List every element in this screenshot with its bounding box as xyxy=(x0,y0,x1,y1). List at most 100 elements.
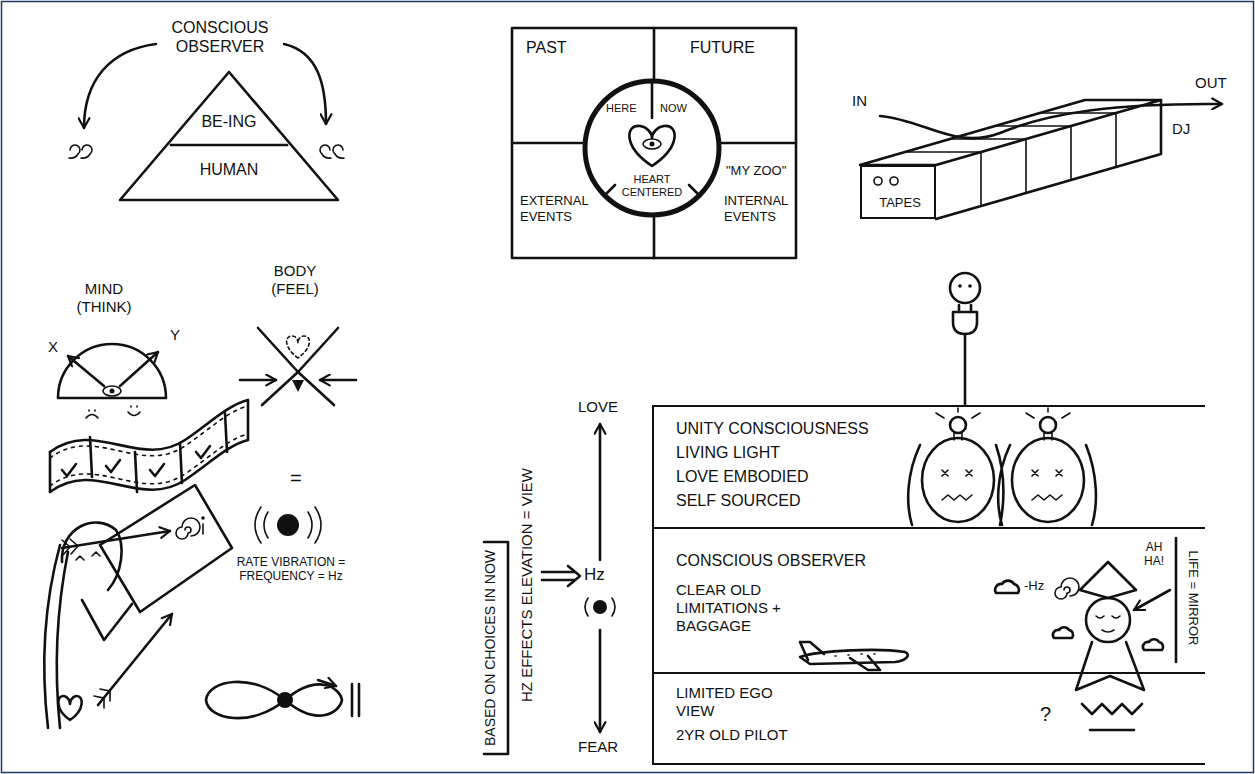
node-text: "MY ZOO" xyxy=(726,163,786,179)
level-band: UNITY CONSCIOUSNESS LIVING LIGHT LOVE EMBO… xyxy=(652,405,1205,527)
exclamation: AH HA! xyxy=(1136,540,1172,569)
vibration-ball xyxy=(593,600,607,614)
tape-box-face: TAPES xyxy=(860,165,936,219)
face-outline xyxy=(1012,438,1084,522)
target-spiral xyxy=(176,518,200,539)
triangle-outline xyxy=(120,72,338,200)
node-text: CLEAR OLD LIMITATIONS + BAGGAGE xyxy=(676,581,782,635)
scale-arrow xyxy=(599,424,602,560)
node-text: LIMITED EGO VIEW xyxy=(676,684,776,720)
node-text: PAST xyxy=(526,38,567,57)
eye-symbol xyxy=(81,145,92,158)
light-bulb xyxy=(950,417,966,433)
mind-label: MIND (THINK) xyxy=(64,280,144,316)
heart-symbol xyxy=(629,126,674,166)
release-spiral xyxy=(1055,578,1079,599)
axis-arrow xyxy=(120,352,158,386)
target-mark xyxy=(202,524,204,534)
scale-arrow xyxy=(599,630,602,732)
hair-lines xyxy=(908,445,1096,525)
flow-label: IN xyxy=(852,92,867,110)
question-mark: ? xyxy=(1040,702,1051,726)
node-text: SELF SOURCED xyxy=(676,491,800,510)
tape-reel xyxy=(874,177,882,185)
node-text: TAPES xyxy=(879,195,921,211)
node-text: NOW xyxy=(660,102,687,115)
mirror-line xyxy=(1175,538,1178,662)
figure-head xyxy=(1086,598,1130,642)
frequency-label: Hz xyxy=(584,565,605,585)
body-cross xyxy=(262,372,334,405)
figure-body xyxy=(1082,704,1142,730)
level-band: LIMITED EGO VIEW 2YR OLD PILOT xyxy=(652,672,1205,765)
node-text: LIVING LIGHT xyxy=(676,443,780,462)
arrow-fletching xyxy=(94,689,110,708)
frown-face xyxy=(86,410,98,418)
node-text: EXTERNAL EVENTS xyxy=(520,193,596,224)
observer-arrow xyxy=(284,44,326,124)
axis-label: Y xyxy=(170,326,180,344)
vertical-note: BASED ON CHOICES IN NOW xyxy=(482,550,499,746)
axis-label: X xyxy=(48,338,58,356)
flow-label: OUT xyxy=(1195,74,1227,92)
scale-end: LOVE xyxy=(578,398,618,416)
flow-label: DJ xyxy=(1172,120,1190,138)
heart-symbol xyxy=(58,696,81,720)
node-text: HERE xyxy=(606,102,637,115)
vertical-note: HZ EFFECTS ELEVATION = VIEW xyxy=(518,468,536,702)
figure-face xyxy=(1096,616,1120,632)
plug-eye xyxy=(958,284,962,288)
triangle-outline xyxy=(118,70,340,202)
vibration-waves xyxy=(585,598,615,616)
loop-ball xyxy=(277,692,293,708)
airplane-windows xyxy=(835,654,875,656)
dashed-heart xyxy=(287,336,310,358)
frequency-drop: -Hz xyxy=(1024,578,1044,594)
equals-sign: = xyxy=(290,466,302,490)
tape-reel xyxy=(890,177,898,185)
node-text: UNITY CONSCIOUSNESS xyxy=(676,419,869,438)
level-band: CONSCIOUS OBSERVER CLEAR OLD LIMITATIONS … xyxy=(652,527,1205,672)
node-text: FUTURE xyxy=(690,38,755,57)
node-text: CONSCIOUS OBSERVER xyxy=(676,551,866,570)
figure-scarf xyxy=(1076,642,1144,690)
node-text: LOVE EMBODIED xyxy=(676,467,808,486)
person-head xyxy=(62,523,122,590)
mirror-ray xyxy=(1134,590,1170,610)
node-text: BE-ING xyxy=(201,112,256,131)
plug-cord xyxy=(964,334,967,405)
eye-symbol xyxy=(69,145,80,158)
axis-arrow xyxy=(68,356,104,386)
bulb-base xyxy=(954,433,1052,440)
person-collar xyxy=(82,600,132,640)
film-sprockets xyxy=(50,406,248,458)
vertical-note: LIFE = MIRROR xyxy=(1185,551,1201,646)
body-cross xyxy=(258,328,338,372)
heart-eye xyxy=(643,139,661,149)
mind-pupil xyxy=(110,389,115,394)
loop-arrow xyxy=(318,680,336,686)
being-human-triangle: BE-ING HUMAN xyxy=(118,70,340,202)
press-arrow xyxy=(320,379,356,382)
grid-divider xyxy=(512,28,796,258)
mind-semicircle xyxy=(58,344,166,398)
plug-eye xyxy=(968,284,972,288)
triangle-divider xyxy=(171,144,287,147)
person-eyes xyxy=(76,552,100,560)
airplane-wing xyxy=(800,642,880,670)
target-mark xyxy=(201,516,205,520)
tape-slots xyxy=(981,113,1116,206)
node-text: HUMAN xyxy=(200,160,259,179)
smile-face xyxy=(128,406,140,416)
target-board xyxy=(100,485,232,612)
body-point xyxy=(292,380,304,392)
node-text: 2YR OLD PILOT xyxy=(676,726,788,744)
check-marks xyxy=(62,446,210,476)
mind-eye xyxy=(103,386,121,396)
body-label: BODY (FEEL) xyxy=(255,262,335,298)
zigzag-mouth xyxy=(942,495,1062,500)
face-eyes xyxy=(942,470,1062,476)
wall-bars xyxy=(352,684,359,716)
